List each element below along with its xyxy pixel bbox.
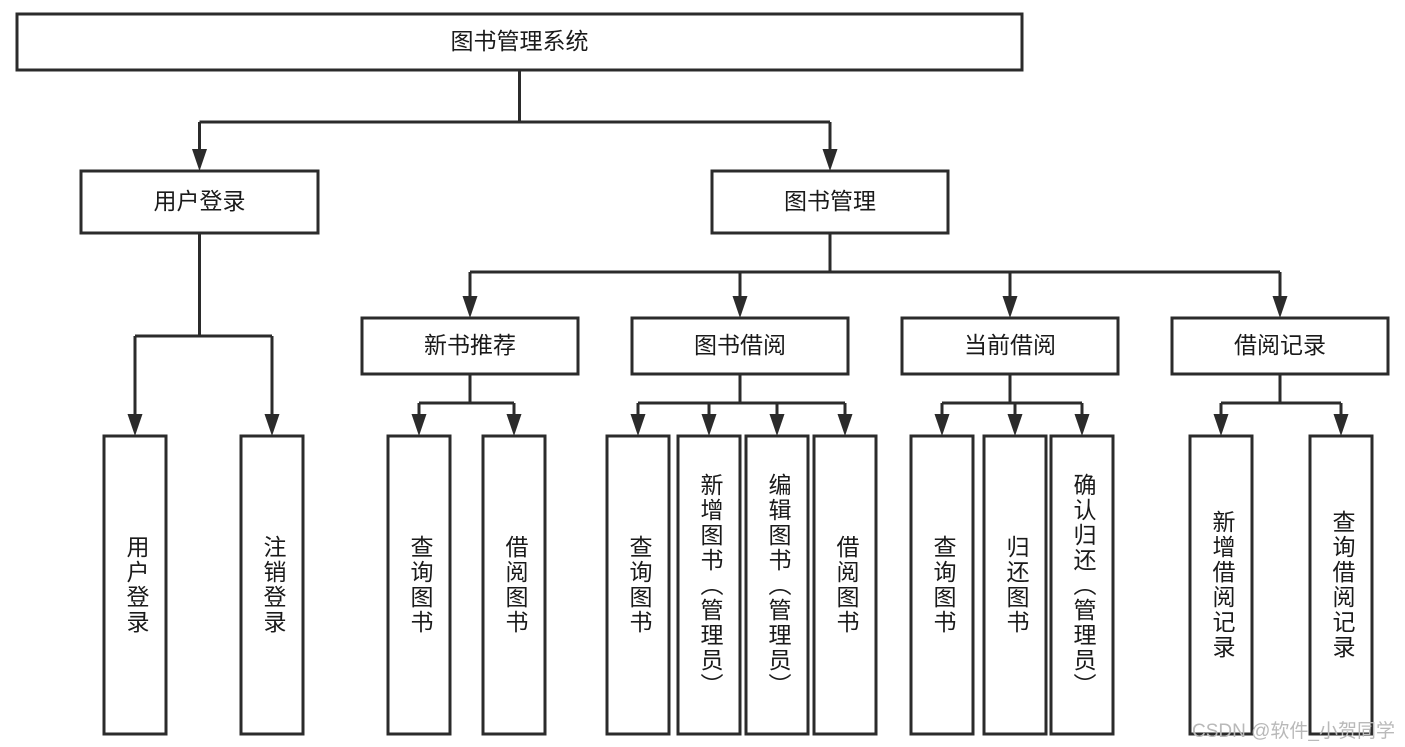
arrow-head-icon (837, 414, 853, 436)
node-box-user-login[interactable] (79, 169, 320, 235)
node-box-book-borrow[interactable] (630, 316, 850, 376)
node-box-root[interactable] (15, 12, 1024, 72)
node-box-leaf-query-book-a[interactable] (386, 434, 452, 736)
node-box-borrow-record[interactable] (1170, 316, 1390, 376)
arrow-head-icon (1213, 414, 1229, 436)
node-label-user-login: 用户登录 (154, 188, 246, 214)
connector-group-book-borrow-to-leaves (630, 374, 853, 436)
arrow-head-icon (769, 414, 785, 436)
node-box-leaf-query-record[interactable] (1308, 434, 1374, 736)
arrow-head-icon (1333, 414, 1349, 436)
connector-group-user-login-to-leaves (127, 233, 280, 436)
connector-group-book-manage-to-level2 (462, 233, 1288, 318)
node-label-new-book-rec: 新书推荐 (424, 332, 516, 358)
connector-group-new-book-rec-to-leaves (411, 374, 522, 436)
node-box-leaf-borrow-book-b[interactable] (812, 434, 878, 736)
node-label-root: 图书管理系统 (451, 28, 589, 54)
arrow-head-icon (411, 414, 427, 436)
connector-layer (127, 70, 1349, 436)
node-box-leaf-confirm-return[interactable] (1049, 434, 1115, 736)
connector-group-current-borrow-to-leaves (934, 374, 1090, 436)
node-label-borrow-record: 借阅记录 (1234, 332, 1326, 358)
csdn-watermark: CSDN @软件_小贺同学 (1192, 721, 1395, 742)
arrow-head-icon (934, 414, 950, 436)
node-label-book-manage: 图书管理 (784, 188, 876, 214)
arrow-head-icon (1002, 296, 1018, 318)
arrow-head-icon (264, 414, 280, 436)
node-box-leaf-edit-book[interactable] (744, 434, 810, 736)
arrow-head-icon (1272, 296, 1288, 318)
node-box-leaf-query-book-c[interactable] (909, 434, 975, 736)
node-box-layer (15, 12, 1390, 736)
node-box-leaf-add-book[interactable] (676, 434, 742, 736)
arrow-head-icon (822, 149, 838, 171)
connector-group-borrow-record-to-leaves (1213, 374, 1349, 436)
arrow-head-icon (630, 414, 646, 436)
node-label-book-borrow: 图书借阅 (694, 332, 786, 358)
node-box-leaf-add-record[interactable] (1188, 434, 1254, 736)
node-box-book-manage[interactable] (710, 169, 950, 235)
arrow-head-icon (127, 414, 143, 436)
node-label-current-borrow: 当前借阅 (964, 332, 1056, 358)
node-box-current-borrow[interactable] (900, 316, 1120, 376)
arrow-head-icon (732, 296, 748, 318)
node-box-leaf-borrow-book-a[interactable] (481, 434, 547, 736)
arrow-head-icon (192, 149, 207, 171)
arrow-head-icon (1074, 414, 1090, 436)
arrow-head-icon (701, 414, 717, 436)
node-box-leaf-logout[interactable] (239, 434, 305, 736)
node-box-new-book-rec[interactable] (360, 316, 580, 376)
arrow-head-icon (506, 414, 522, 436)
arrow-head-icon (1007, 414, 1023, 436)
node-box-leaf-user-login[interactable] (102, 434, 168, 736)
arrow-head-icon (462, 296, 478, 318)
node-box-leaf-query-book-b[interactable] (605, 434, 671, 736)
node-box-leaf-return-book[interactable] (982, 434, 1048, 736)
connector-group-root-to-level1 (192, 70, 838, 171)
